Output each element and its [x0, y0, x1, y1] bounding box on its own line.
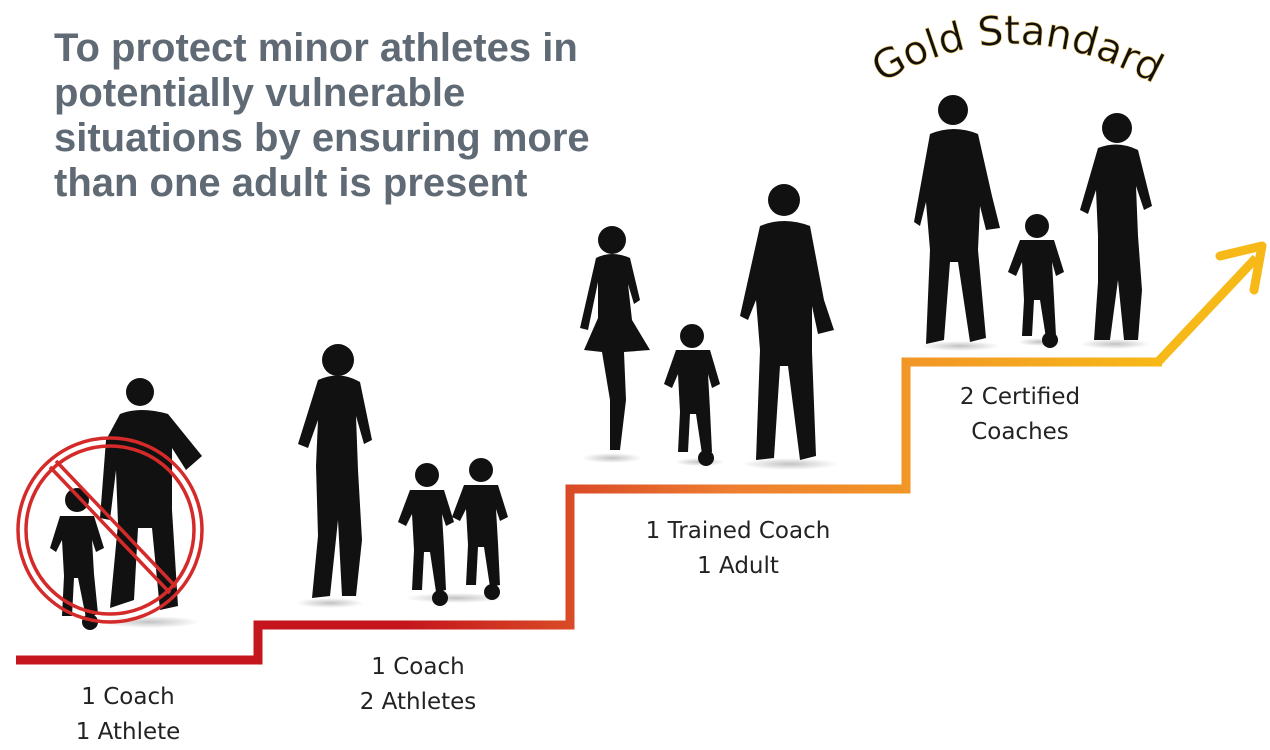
prohibition-icon: [16, 436, 204, 624]
headline-line-2: potentially vulnerable: [54, 71, 466, 115]
stair-step-1: [16, 620, 410, 665]
step-1-label: 1 Coach 1 Athlete: [28, 680, 228, 750]
headline-line-4: than one adult is present: [54, 161, 528, 205]
stair-arrow-line: [1154, 254, 1260, 366]
step-4-label: 2 Certified Coaches: [920, 380, 1120, 450]
staircase: [16, 241, 1267, 665]
arrow-up-right-icon: [1215, 241, 1267, 295]
man-silhouette-3: [914, 95, 1000, 344]
step-1-line-1: 1 Coach: [81, 684, 175, 710]
headline-line-1: To protect minor athletes in: [54, 26, 578, 70]
step-2-line-1: 1 Coach: [371, 654, 465, 680]
stair-step-3: [726, 357, 1162, 494]
headline: To protect minor athletes in potentially…: [54, 26, 694, 206]
boy-silhouette-2: [664, 324, 720, 466]
woman-silhouette-2: [580, 226, 650, 450]
gold-standard-title: Gold Standard: [864, 8, 1170, 93]
step-3-label: 1 Trained Coach 1 Adult: [618, 514, 858, 584]
boy-silhouette: [50, 488, 104, 630]
woman-silhouette-3: [1080, 113, 1152, 340]
boy-silhouette-left: [398, 463, 454, 606]
headline-line-3: situations by ensuring more: [54, 116, 590, 160]
step-3-line-2: 1 Adult: [697, 553, 779, 579]
step-4-line-1: 2 Certified: [959, 384, 1081, 410]
step-1-line-2: 1 Athlete: [75, 719, 181, 745]
man-silhouette-2: [740, 184, 834, 460]
woman-silhouette: [298, 344, 372, 598]
step-3-line-1: 1 Trained Coach: [645, 518, 831, 544]
step-4-line-2: Coaches: [971, 419, 1069, 445]
boy-silhouette-3: [1008, 214, 1064, 348]
stair-step-2: [406, 484, 730, 630]
man-silhouette: [100, 378, 202, 610]
step-2-label: 1 Coach 2 Athletes: [318, 650, 518, 720]
boy-silhouette-right: [452, 458, 508, 600]
step-2-line-2: 2 Athletes: [359, 689, 477, 715]
